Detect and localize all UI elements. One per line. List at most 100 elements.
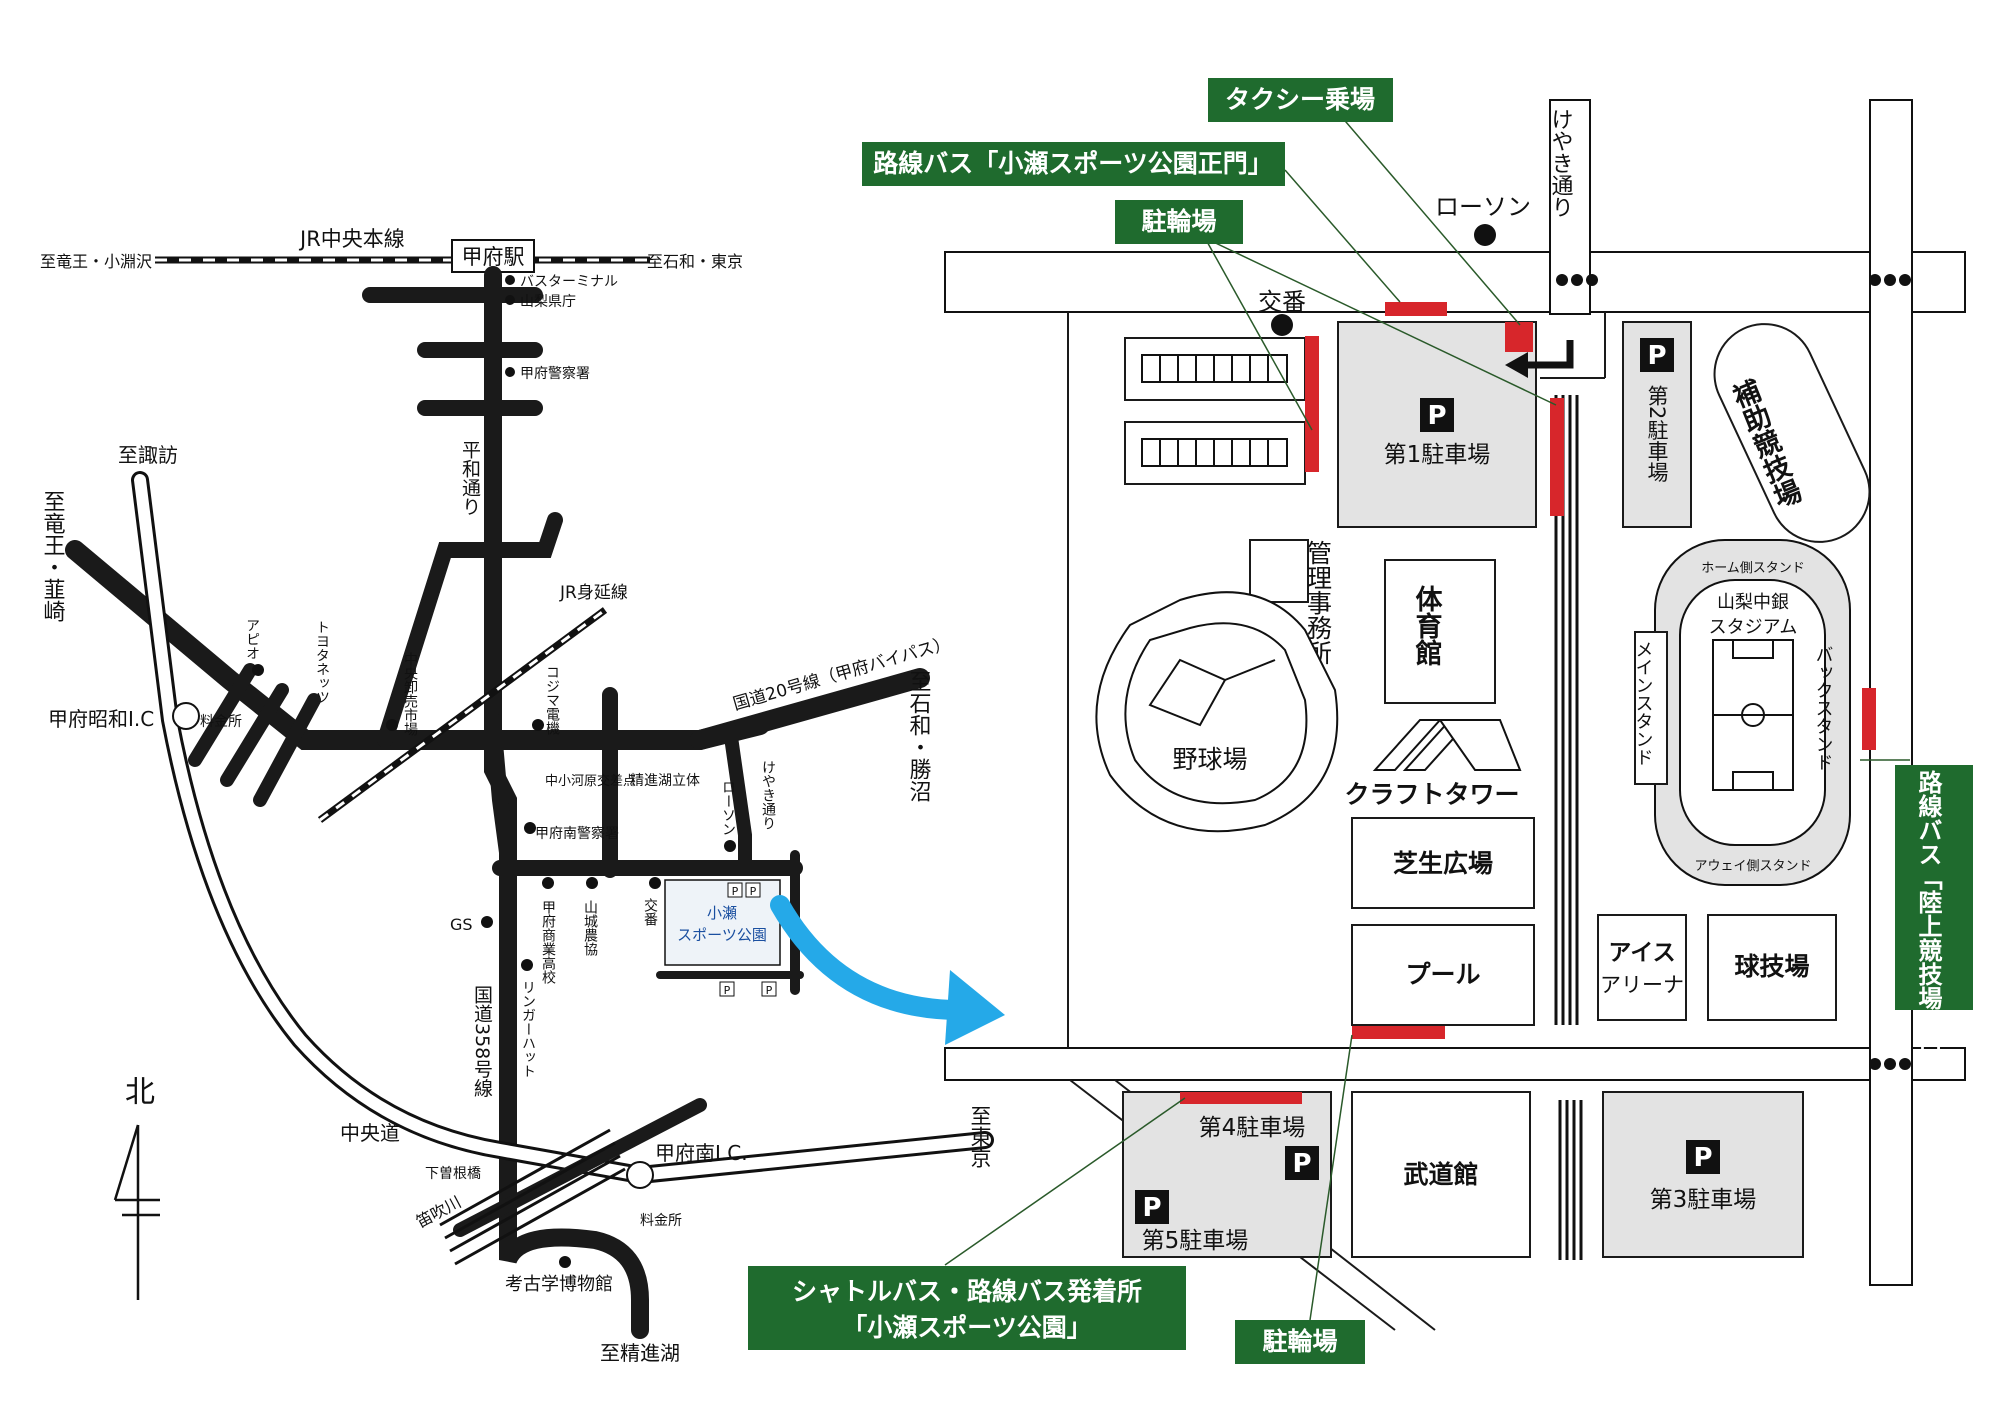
svg-text:P: P	[1427, 401, 1446, 431]
north-diagonal-road	[377, 512, 563, 748]
to-suwa-label: 至諏訪	[118, 443, 178, 467]
parking5-label: 第5駐車場	[1142, 1228, 1249, 1254]
pool-area	[1351, 924, 1535, 1026]
park-name-line2: スポーツ公園	[677, 926, 767, 944]
parking1-label: 第1駐車場	[1384, 442, 1491, 468]
jr-minobu-line-label: JR身延線	[559, 583, 628, 603]
heiwa-dori-label: 平和通り	[459, 440, 481, 516]
nakakogawara-label: 中小河原交差点	[545, 773, 636, 789]
shuttle-bus-label-line2: 「小瀬スポーツ公園」	[842, 1313, 1092, 1342]
parking5-mark	[1135, 1190, 1169, 1224]
landmark-bus-terminal: バスターミナル	[520, 274, 618, 290]
parking4-mark	[1285, 1146, 1319, 1180]
taxi-direction-arrow	[1525, 340, 1574, 369]
kofu-minami-ic-label: 甲府南I.C.	[655, 1141, 748, 1165]
keyaki-dori-area-label: けやき通り	[760, 760, 776, 830]
apio-hatch-3	[253, 693, 321, 807]
shuttle-bus-label-line1: シャトルバス・路線バス発着所	[792, 1277, 1142, 1306]
kojima-denki-label: コジマ電機	[544, 665, 560, 736]
toyota-netz-label: トヨタネッツ	[314, 620, 330, 704]
kofu-showa-ic-node	[172, 702, 200, 730]
koban-area-label: 交番	[642, 897, 658, 926]
tollgate-east-label: 料金所	[640, 1213, 682, 1229]
kose-sports-park-box	[664, 879, 781, 966]
ice-arena-label-line1: アイス	[1608, 940, 1675, 966]
svg-text:P: P	[1647, 341, 1666, 371]
jr-chuo-line-label: JR中央本線	[298, 227, 405, 251]
shuttle-bus-badge	[748, 1266, 1186, 1350]
bicycle-racks	[1124, 337, 1306, 485]
svg-text:P: P	[724, 984, 731, 997]
apio-hatch-1	[188, 663, 257, 767]
heiwa-dori-road	[484, 266, 649, 1339]
fuefuki-river	[439, 1128, 626, 1266]
svg-text:P: P	[766, 984, 773, 997]
taiikukan-area	[1384, 559, 1496, 704]
stadium-area	[1654, 539, 1851, 886]
tollgate-west-label: 料金所	[200, 714, 242, 730]
to-shojinko-label: 至精進湖	[600, 1341, 680, 1365]
ringer-hut-label: リンガーハット	[520, 980, 536, 1078]
craft-tower-label: クラフトタワー	[1344, 780, 1519, 809]
green-labels: タクシー乗場 路線バス「小瀬スポーツ公園正門」 駐輪場 路線バス「陸上競技場入口…	[748, 78, 1973, 1364]
parking3-area	[1602, 1091, 1804, 1258]
taxi-stand-label: タクシー乗場	[1225, 85, 1375, 114]
gs-label: GS	[450, 915, 473, 934]
station-landmarks: バスターミナル 山梨県庁 甲府警察署	[505, 274, 618, 382]
lawson-dot	[1474, 224, 1496, 246]
archaeology-museum-label: 考古学博物館	[505, 1274, 613, 1295]
lawson-area-label: ローソン	[720, 780, 736, 836]
hojo-kyogijo-area	[1713, 323, 1871, 543]
to-isawa-katsunuma-label: 至石和・勝沼	[906, 670, 932, 802]
kofu-station-label: 甲府駅	[462, 245, 525, 269]
koban-dot	[1271, 314, 1293, 336]
to-tokyo-label: 至東京	[968, 1105, 992, 1168]
home-stand-label: ホーム側スタンド	[1701, 561, 1805, 576]
kofu-minami-police-label: 甲府南警察署	[535, 825, 619, 842]
yakyujo-label: 野球場	[1172, 745, 1247, 774]
kanri-jimusho-area	[1249, 539, 1309, 603]
area-poi-dots	[252, 664, 736, 1268]
parking2-mark	[1640, 338, 1674, 372]
parking2-label: 第2駐車場	[1645, 385, 1669, 483]
shojinko-rittai-label: 精進湖立体	[630, 773, 700, 789]
bus-main-gate-badge	[862, 142, 1285, 186]
shibafu-hiroba-label: 芝生広場	[1393, 849, 1493, 878]
area-map: JR中央本線 至竜王・小淵沢 至石和・東京 甲府駅 JR身延線	[40, 227, 1005, 1365]
red-markers	[1180, 302, 1876, 1104]
route-arrow-head	[945, 970, 1005, 1045]
stadium-label-line2: スタジアム	[1709, 617, 1798, 638]
apio-label: アピオ	[244, 618, 260, 660]
bus-main-gate-label: 路線バス「小瀬スポーツ公園正門」	[873, 149, 1273, 178]
main-stand-area	[1634, 631, 1668, 785]
park-parking-marks: P P P P	[719, 882, 777, 997]
route-arrow	[770, 895, 970, 1020]
north-label: 北	[125, 1075, 155, 1110]
stadium-label-line1: 山梨中銀	[1717, 592, 1789, 613]
taxi-stand-badge	[1208, 78, 1393, 122]
bicycle-south-label: 駐輪場	[1262, 1327, 1337, 1356]
bus-rikujo-badge	[1895, 765, 1973, 1010]
keyaki-dori-road	[723, 723, 752, 875]
kofu-showa-ic-label: 甲府昭和I.C	[48, 707, 154, 731]
jr-minobu-line	[317, 607, 608, 823]
kyugijo-area	[1707, 914, 1837, 1021]
keyaki-dori-label: けやき通り	[1548, 108, 1574, 218]
park-map: ローソン けやき通り 交番 P 第1駐車場 P 第2駐車場	[748, 78, 1973, 1364]
svg-text:P: P	[1292, 1149, 1311, 1179]
yamashiro-nokyo-label: 山城農協	[582, 900, 598, 956]
landmark-yamanashi-pref-office: 山梨県庁	[520, 294, 576, 310]
bus-rikujo-label: 路線バス「陸上競技場入口」	[1914, 769, 1942, 1082]
east-direction-label: 至石和・東京	[647, 252, 743, 271]
shimosone-bridge-label: 下曽根橋	[425, 1166, 481, 1182]
kofu-minami-ic-node	[626, 1161, 654, 1189]
koban-label: 交番	[1258, 288, 1306, 316]
bicycle-north-label: 駐輪場	[1141, 207, 1216, 236]
svg-text:P: P	[1693, 1143, 1712, 1173]
bicycle-north-badge	[1115, 200, 1243, 244]
pool-label: プール	[1405, 960, 1480, 989]
chuo-expressway-label: 中央道	[340, 1121, 400, 1145]
parking4-label: 第4駐車場	[1199, 1115, 1306, 1141]
parking2-area	[1622, 321, 1692, 528]
